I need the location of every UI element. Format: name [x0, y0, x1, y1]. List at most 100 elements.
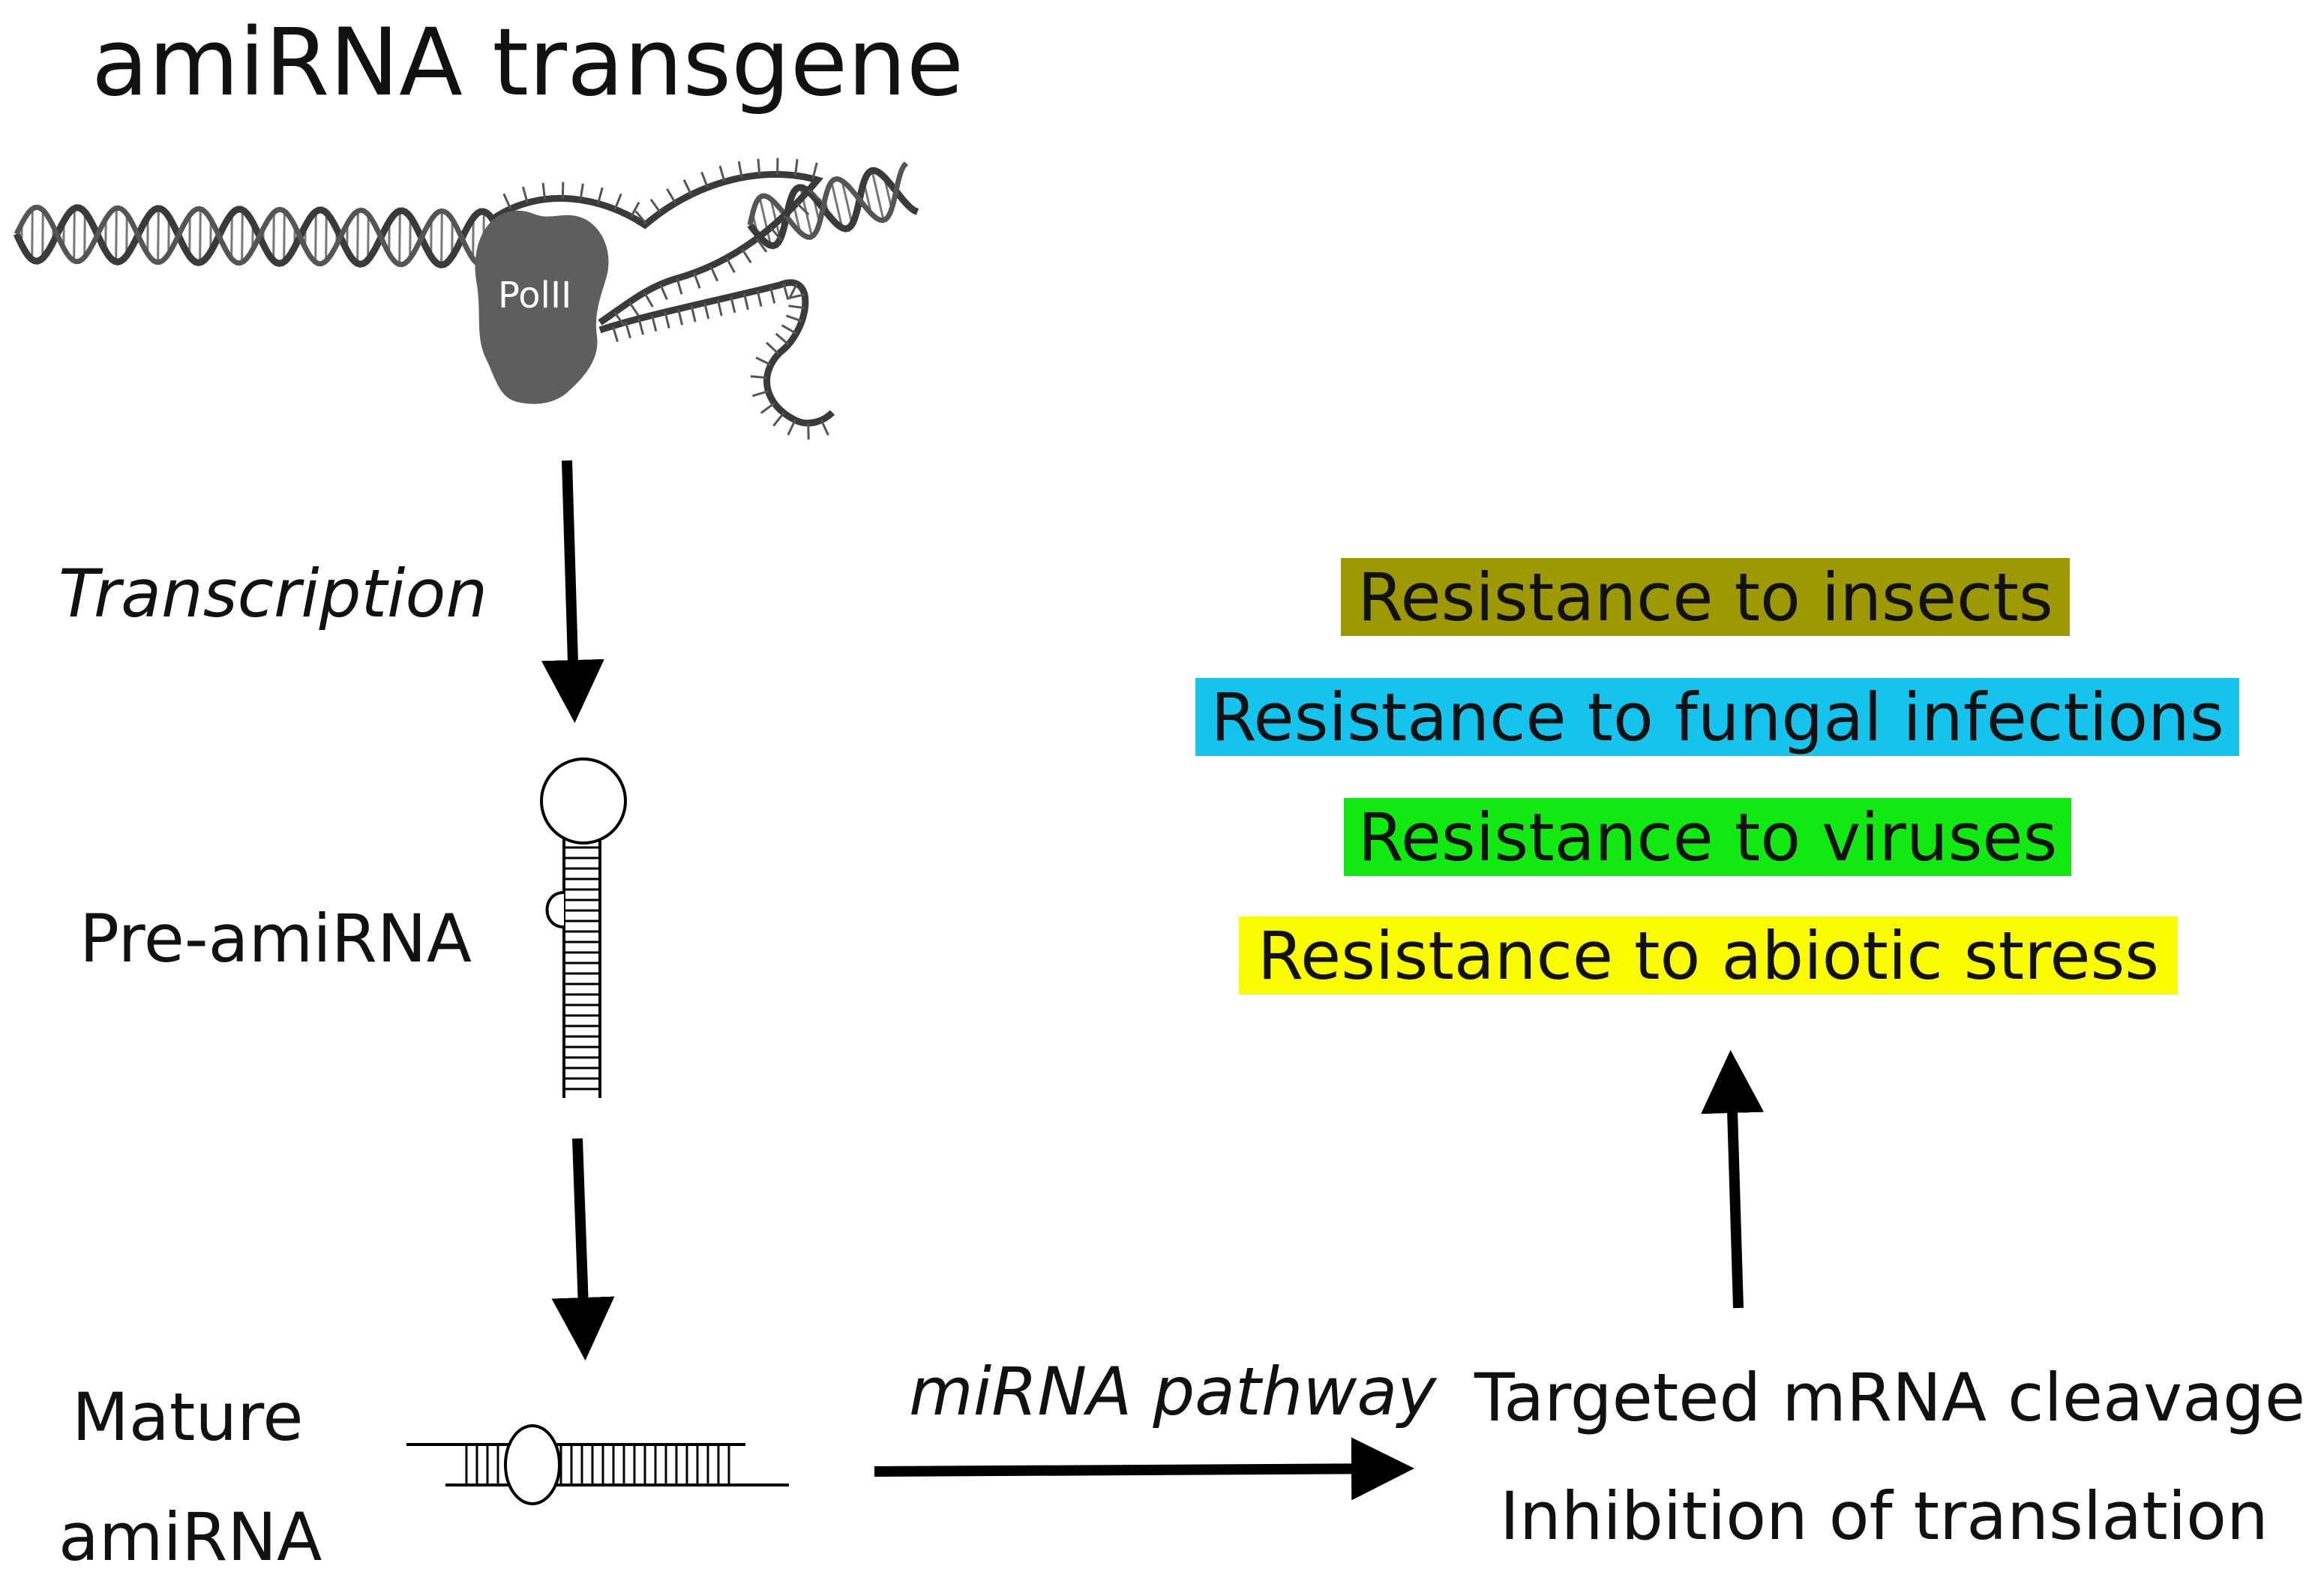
nucleotide-tick [766, 341, 780, 355]
nucleotide-tick [775, 332, 790, 346]
nucleotide-tick [659, 284, 668, 300]
nucleotide-tick [637, 318, 644, 335]
dna-strand [747, 161, 909, 240]
base-pair-rung [841, 180, 853, 225]
base-pair-rung [871, 170, 885, 220]
base-pair-rung [367, 214, 370, 260]
nucleotide-tick [808, 189, 823, 202]
nucleotide-tick [783, 214, 796, 229]
nucleotide-tick [752, 390, 769, 398]
pre-amirna-hairpin-icon [540, 758, 627, 1098]
outcome-viruses: Resistance to viruses [1344, 798, 2071, 876]
nucleotide-tick [521, 186, 529, 203]
nucleotide-tick [756, 290, 763, 308]
nucleotide-tick [664, 311, 670, 328]
nucleotide-tick [682, 179, 692, 196]
outcome-fungal-infections: Resistance to fungal infections [1195, 678, 2239, 756]
base-pair-rung [115, 208, 118, 262]
nucleotide-tick [718, 165, 726, 182]
nucleotide-tick [741, 248, 752, 264]
nucleotide-tick [769, 286, 776, 304]
nucleotide-tick [703, 302, 710, 320]
transcription-label: Transcription [58, 555, 488, 632]
dna-strand [747, 166, 919, 250]
nucleotide-tick [793, 159, 799, 176]
coding-strand [598, 279, 835, 427]
base-pair-rung [199, 208, 202, 263]
base-pair-rung [241, 209, 244, 262]
nucleotide-tick [750, 375, 767, 380]
nucleotide-tick [787, 293, 805, 300]
duplex-mismatch-bulge [504, 1424, 561, 1505]
nucleotide-tick [693, 272, 701, 289]
nucleotide-tick [807, 423, 810, 440]
nucleotide-tick [737, 160, 743, 178]
dna-double-helix-right [747, 161, 919, 250]
polII-enzyme-shape [475, 210, 609, 404]
base-pair-rung [325, 212, 328, 262]
nucleotide-tick [596, 187, 604, 204]
mrna-cleavage-label: Targeted mRNA cleavage [1474, 1359, 2305, 1436]
translation-inhibition-label: Inhibition of translation [1500, 1478, 2269, 1555]
nucleotide-tick [628, 301, 640, 316]
mature-label-line2: amiRNA [58, 1498, 322, 1576]
nucleotide-tick [788, 283, 798, 299]
nucleotide-tick [643, 292, 654, 308]
nucleotide-tick [502, 193, 512, 210]
hairpin-bulge [545, 891, 565, 928]
nucleotide-tick [760, 402, 775, 414]
nucleotide-tick [785, 314, 802, 322]
nucleotide-tick [811, 162, 818, 179]
nucleotide-tick [787, 419, 796, 436]
polII-label: PolII [498, 274, 572, 316]
nucleotide-tick [611, 326, 619, 343]
base-pair-rung [830, 182, 844, 229]
nucleotide-tick [742, 293, 749, 310]
base-pair-rung [283, 211, 286, 262]
nucleotide-tick [666, 188, 676, 204]
base-pair-rung [157, 208, 160, 262]
outcome-abiotic-stress: Resistance to abiotic stress [1239, 916, 2178, 994]
mature-amirna-duplex-icon [406, 1424, 789, 1505]
nucleotide-tick [755, 356, 772, 366]
nucleotide-tick [755, 238, 768, 253]
nucleotide-tick [649, 198, 661, 214]
outcome-insects: Resistance to insects [1341, 558, 2070, 636]
nucleotide-tick [541, 182, 547, 200]
nucleotide-tick [676, 278, 683, 295]
nucleotide-tick [613, 194, 622, 210]
arrow-processing [551, 1138, 615, 1360]
nucleotide-tick [769, 226, 782, 242]
nucleotide-tick [730, 296, 736, 314]
arrow-transcription [541, 460, 604, 723]
base-pair-rung [31, 208, 34, 260]
base-pair-rung [409, 217, 412, 259]
nucleotide-tick [634, 210, 648, 225]
nucleotide-tick [788, 304, 805, 310]
nucleotide-tick [677, 308, 684, 326]
nucleotide-tick [579, 183, 584, 200]
nucleotide-tick [772, 412, 785, 427]
base-pair-rung [472, 218, 475, 260]
nucleotide-tick [796, 202, 810, 216]
nucleotide-tick [757, 158, 761, 176]
hairpin-terminal-loop [540, 758, 627, 844]
nucleotide-tick [625, 322, 631, 339]
nucleotide-tick [725, 257, 736, 274]
nucleotide-tick [782, 283, 790, 300]
diagram-title: amiRNA transgene [91, 9, 964, 117]
mirna-pathway-label: miRNA pathway [909, 1353, 1437, 1430]
nucleotide-tick [781, 324, 797, 334]
transcription-bubble [493, 158, 835, 440]
nucleotide-tick [700, 171, 709, 188]
mature-label-line1: Mature [72, 1378, 304, 1456]
pre-amirna-label: Pre-amiRNA [79, 900, 472, 977]
arrow-pathway [874, 1437, 1414, 1501]
nucleotide-tick [716, 299, 723, 316]
nucleotide-tick [820, 419, 829, 436]
dna-double-helix-left [13, 204, 499, 268]
arrow-resistance [1701, 1050, 1765, 1309]
nucleotide-tick [709, 266, 719, 282]
